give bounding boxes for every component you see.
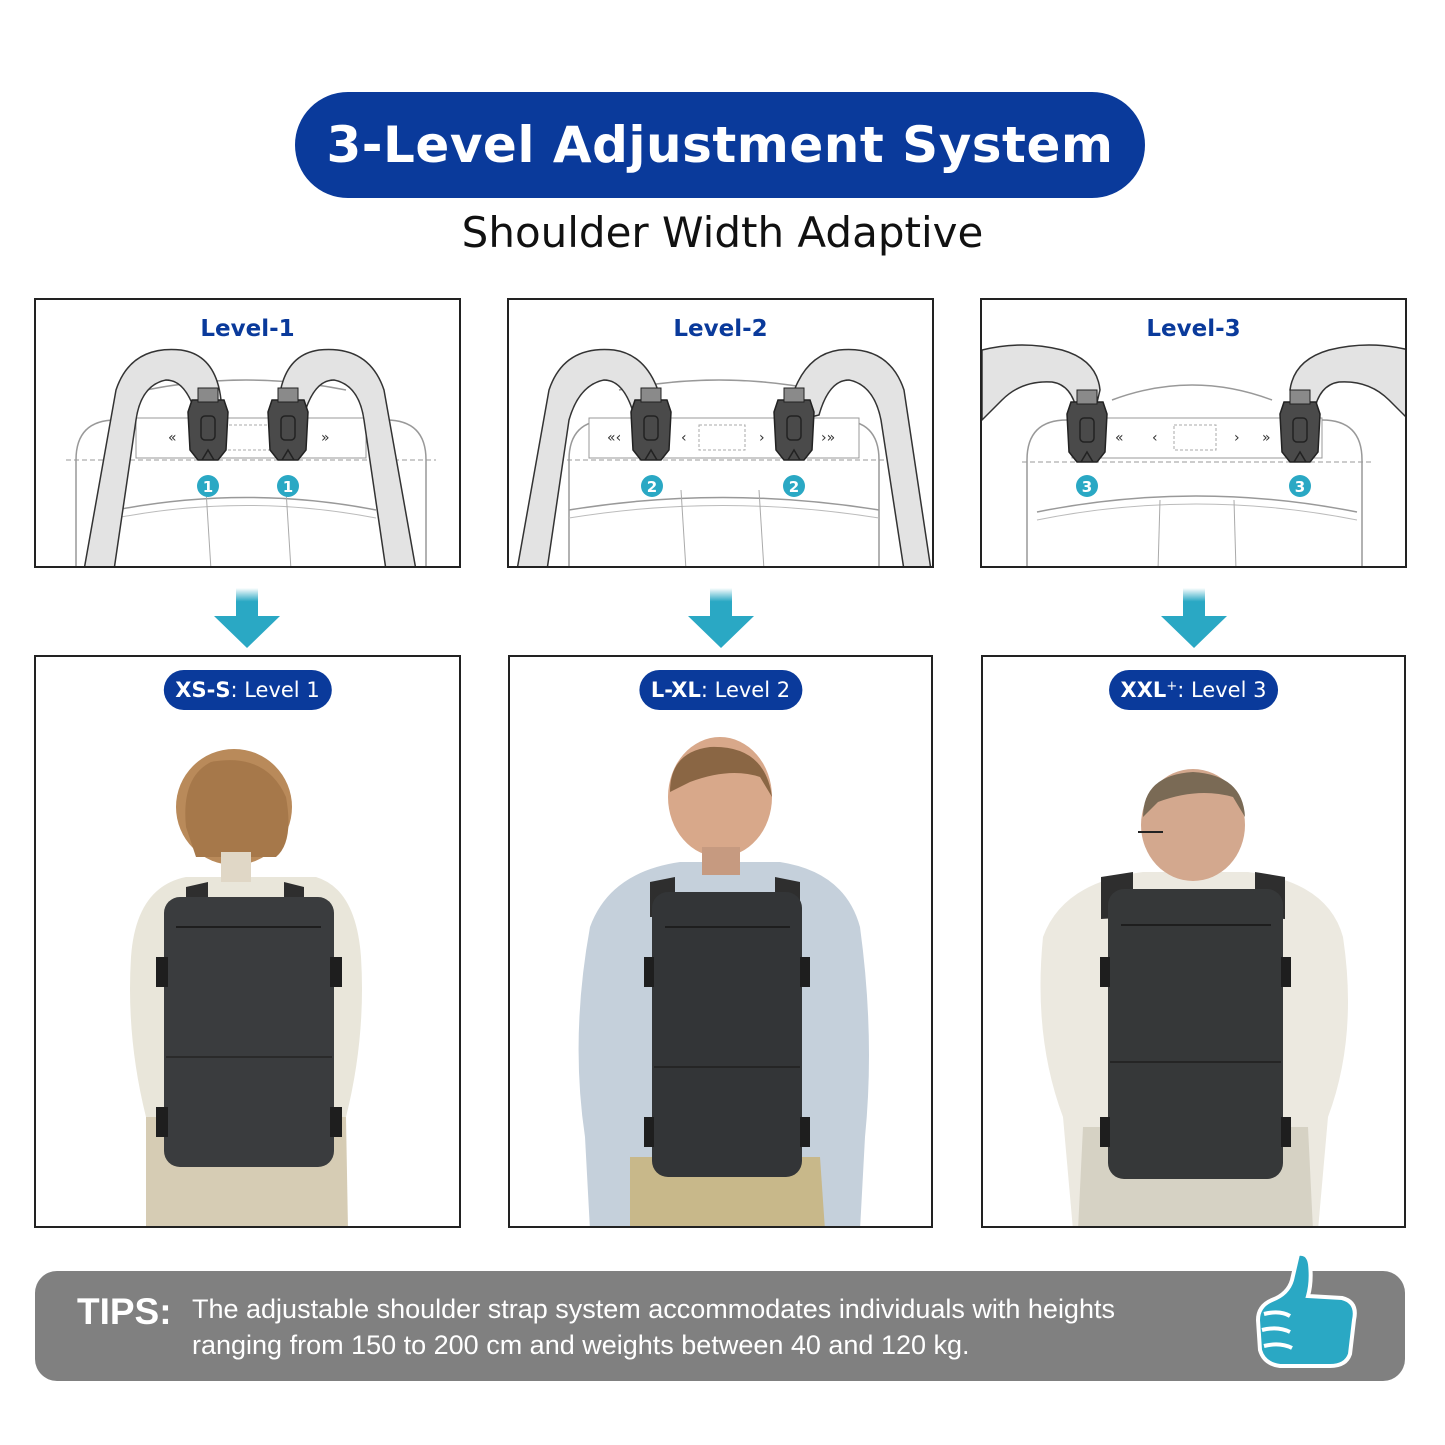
svg-text:3: 3 bbox=[1295, 478, 1305, 496]
arrow-down-icon bbox=[688, 588, 754, 648]
svg-text:»: » bbox=[321, 430, 330, 446]
size-badge-xs-s: XS-S : Level 1 bbox=[163, 670, 332, 710]
strap-diagram-illustration: « » 1 1 bbox=[66, 348, 436, 566]
page-title: 3-Level Adjustment System bbox=[326, 116, 1114, 174]
svg-text:2: 2 bbox=[647, 478, 657, 496]
level-2-photo-panel: L-XL : Level 2 bbox=[508, 655, 933, 1228]
title-banner: 3-Level Adjustment System bbox=[295, 92, 1145, 198]
svg-text:‹: ‹ bbox=[681, 430, 687, 446]
strap-diagram-illustration: « ‹ › » 3 3 bbox=[982, 344, 1405, 566]
person-photo-young-man bbox=[578, 737, 869, 1226]
svg-text:1: 1 bbox=[283, 478, 293, 496]
level-1-photo-panel: XS-S : Level 1 bbox=[34, 655, 461, 1228]
svg-text:1: 1 bbox=[203, 478, 213, 496]
svg-text:‹: ‹ bbox=[1152, 430, 1158, 446]
svg-text:2: 2 bbox=[789, 478, 799, 496]
tips-text: The adjustable shoulder strap system acc… bbox=[192, 1294, 1115, 1360]
tips-banner: TIPS: The adjustable shoulder strap syst… bbox=[35, 1271, 1405, 1381]
svg-text:›: › bbox=[759, 430, 765, 446]
person-photo-woman bbox=[130, 749, 362, 1226]
strap-diagram-illustration: «‹ ‹ › ›» 2 2 bbox=[516, 348, 932, 566]
tips-label: TIPS: bbox=[77, 1291, 172, 1332]
level-3-photo-panel: XXL+ : Level 3 bbox=[981, 655, 1406, 1228]
arrow-down-icon bbox=[1161, 588, 1227, 648]
svg-text:«: « bbox=[1115, 430, 1124, 446]
level-3-label: Level-3 bbox=[1146, 316, 1241, 342]
svg-text:3: 3 bbox=[1082, 478, 1092, 496]
svg-text:«: « bbox=[168, 430, 177, 446]
thumbs-up-icon bbox=[1255, 1251, 1357, 1368]
svg-text:›»: ›» bbox=[821, 430, 835, 446]
size-badge-l-xl: L-XL : Level 2 bbox=[638, 670, 803, 710]
level-2-label: Level-2 bbox=[673, 316, 768, 342]
level-1-label: Level-1 bbox=[200, 316, 295, 342]
svg-text:«‹: «‹ bbox=[607, 430, 621, 446]
level-1-diagram-panel: Level-1 « » 1 1 bbox=[34, 298, 461, 568]
svg-text:›: › bbox=[1234, 430, 1240, 446]
level-3-diagram-panel: Level-3 « ‹ › » 3 3 bbox=[980, 298, 1407, 568]
size-badge-xxl-plus: XXL+ : Level 3 bbox=[1108, 670, 1279, 710]
page-subtitle: Shoulder Width Adaptive bbox=[461, 208, 984, 257]
level-2-diagram-panel: Level-2 «‹ ‹ › ›» 2 2 bbox=[507, 298, 934, 568]
svg-text:»: » bbox=[1262, 430, 1271, 446]
person-photo-larger-man bbox=[1040, 769, 1348, 1226]
arrow-down-icon bbox=[214, 588, 280, 648]
